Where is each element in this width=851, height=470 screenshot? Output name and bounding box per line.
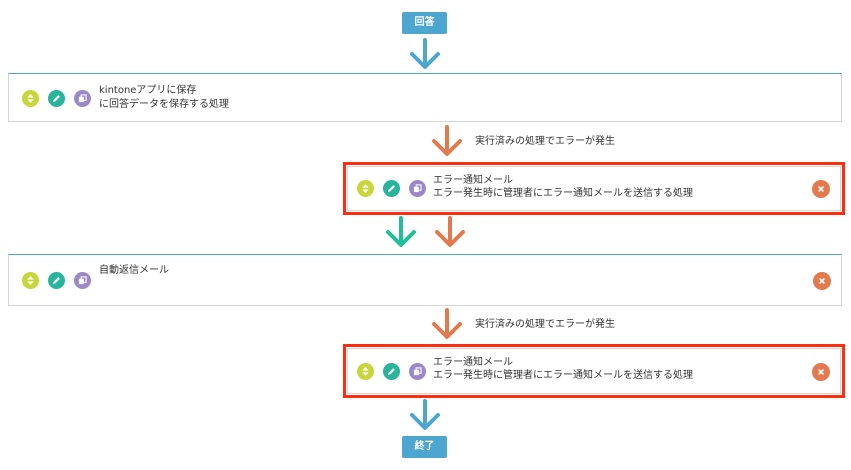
arrow-down-icon xyxy=(386,216,416,247)
error-branch-label: 実行済みの処理でエラーが発生 xyxy=(475,319,615,330)
arrow-down-icon xyxy=(410,399,440,430)
error-handler-highlight xyxy=(343,344,845,398)
pencil-icon[interactable] xyxy=(383,363,400,380)
up-down-arrows-icon[interactable] xyxy=(22,90,39,107)
close-icon[interactable] xyxy=(812,363,830,381)
up-down-arrows-icon[interactable] xyxy=(22,272,39,289)
up-down-arrows-icon[interactable] xyxy=(357,363,374,380)
start-node: 回答 xyxy=(402,12,447,34)
error-branch-label: 実行済みの処理でエラーが発生 xyxy=(475,136,615,147)
copy-icon[interactable] xyxy=(409,363,426,380)
close-icon[interactable] xyxy=(813,272,831,290)
arrow-down-icon xyxy=(432,125,462,156)
arrow-down-icon xyxy=(435,216,465,247)
step-card-kintone[interactable]: kintoneアプリに保存 に回答データを保存する処理 xyxy=(8,73,842,122)
error-handler-highlight xyxy=(343,162,845,215)
step-description: に回答データを保存する処理 xyxy=(99,99,229,110)
pencil-icon[interactable] xyxy=(48,272,65,289)
arrow-down-icon xyxy=(432,308,462,339)
pencil-icon[interactable] xyxy=(48,90,65,107)
error-handler-description: エラー発生時に管理者にエラー通知メールを送信する処理 xyxy=(433,370,693,381)
close-icon[interactable] xyxy=(812,180,830,198)
up-down-arrows-icon[interactable] xyxy=(357,180,374,197)
copy-icon[interactable] xyxy=(74,272,91,289)
step-card-auto-reply[interactable]: 自動返信メール xyxy=(8,254,842,306)
error-handler-card[interactable]: エラー通知メール エラー発生時に管理者にエラー通知メールを送信する処理 xyxy=(347,166,841,211)
pencil-icon[interactable] xyxy=(383,180,400,197)
end-node: 終了 xyxy=(402,436,447,458)
error-handler-card[interactable]: エラー通知メール エラー発生時に管理者にエラー通知メールを送信する処理 xyxy=(347,348,841,394)
error-handler-description: エラー発生時に管理者にエラー通知メールを送信する処理 xyxy=(433,188,693,199)
step-title: kintoneアプリに保存 xyxy=(99,85,197,96)
error-handler-title: エラー通知メール xyxy=(433,357,513,368)
copy-icon[interactable] xyxy=(74,90,91,107)
arrow-down-icon xyxy=(410,38,440,69)
step-title: 自動返信メール xyxy=(99,265,169,276)
error-handler-title: エラー通知メール xyxy=(433,175,513,186)
copy-icon[interactable] xyxy=(409,180,426,197)
